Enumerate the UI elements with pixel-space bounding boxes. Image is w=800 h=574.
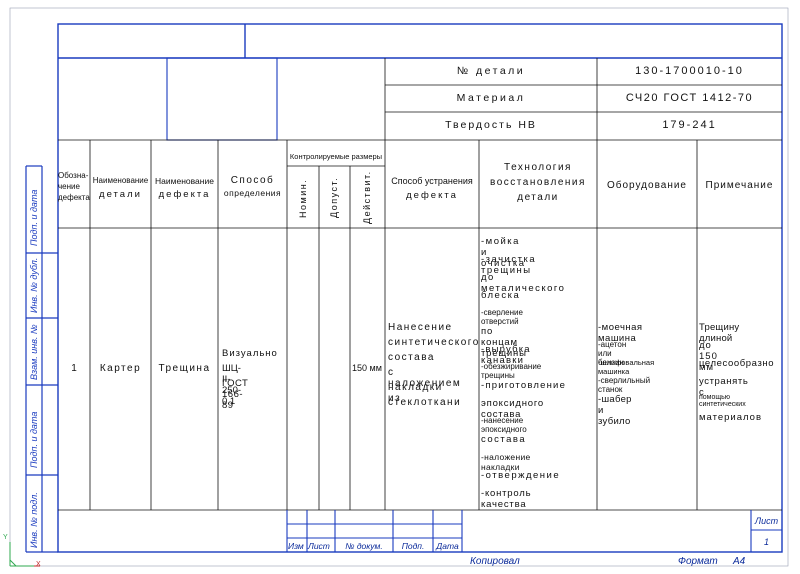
row-designation: 1 — [71, 363, 77, 374]
side-label-vzam-inv: Взам. инв. № — [29, 324, 39, 380]
row-part-name: Картер — [99, 363, 142, 374]
tb-doc-no: № докум. — [345, 541, 383, 551]
side-label-podp-data-2: Подп. и дата — [29, 411, 39, 468]
hardness-value: 179-241 — [662, 119, 717, 131]
side-label-podp-data-1: Подп. и дата — [29, 189, 39, 246]
material-value: СЧ20 ГОСТ 1412-70 — [625, 92, 754, 104]
tb-izm: Изм — [288, 541, 304, 551]
col-controlled: Контролируемые размеры — [289, 152, 383, 161]
part-no-label: № детали — [456, 65, 526, 77]
material-label: Материал — [456, 92, 526, 104]
part-no-value: 130-1700010-10 — [635, 65, 744, 77]
col-actual: Действит. — [362, 170, 372, 224]
col-nominal: Номин. — [298, 178, 308, 218]
tb-podp: Подп. — [401, 541, 425, 551]
footer-format-label: Формат — [678, 556, 718, 567]
footer-format-value: A4 — [733, 556, 746, 567]
side-label-inv-podl: Инв. № подл. — [29, 492, 39, 548]
side-label-inv-dubl: Инв. № дубл. — [29, 257, 39, 313]
main-frame — [57, 23, 783, 553]
col-note: Примечание — [705, 180, 774, 191]
tb-sheet-no: 1 — [763, 537, 769, 547]
row-defect-name: Трещина — [158, 363, 211, 374]
tb-data: Дата — [436, 541, 459, 551]
row-actual: 150 мм — [352, 363, 382, 373]
tb-list: Лист — [308, 541, 330, 551]
axis-icon — [9, 542, 34, 567]
axis-y-label: Y — [3, 534, 8, 541]
tb-sheet-label: Лист — [754, 516, 779, 526]
col-allowed: Допуст. — [329, 176, 339, 218]
axis-x-label: X — [36, 561, 41, 568]
footer-copied: Копировал — [470, 556, 520, 567]
col-equipment: Оборудование — [606, 180, 687, 191]
outer-frame — [9, 7, 789, 567]
image-box — [166, 57, 278, 141]
hardness-label: Твердость НВ — [445, 119, 537, 131]
